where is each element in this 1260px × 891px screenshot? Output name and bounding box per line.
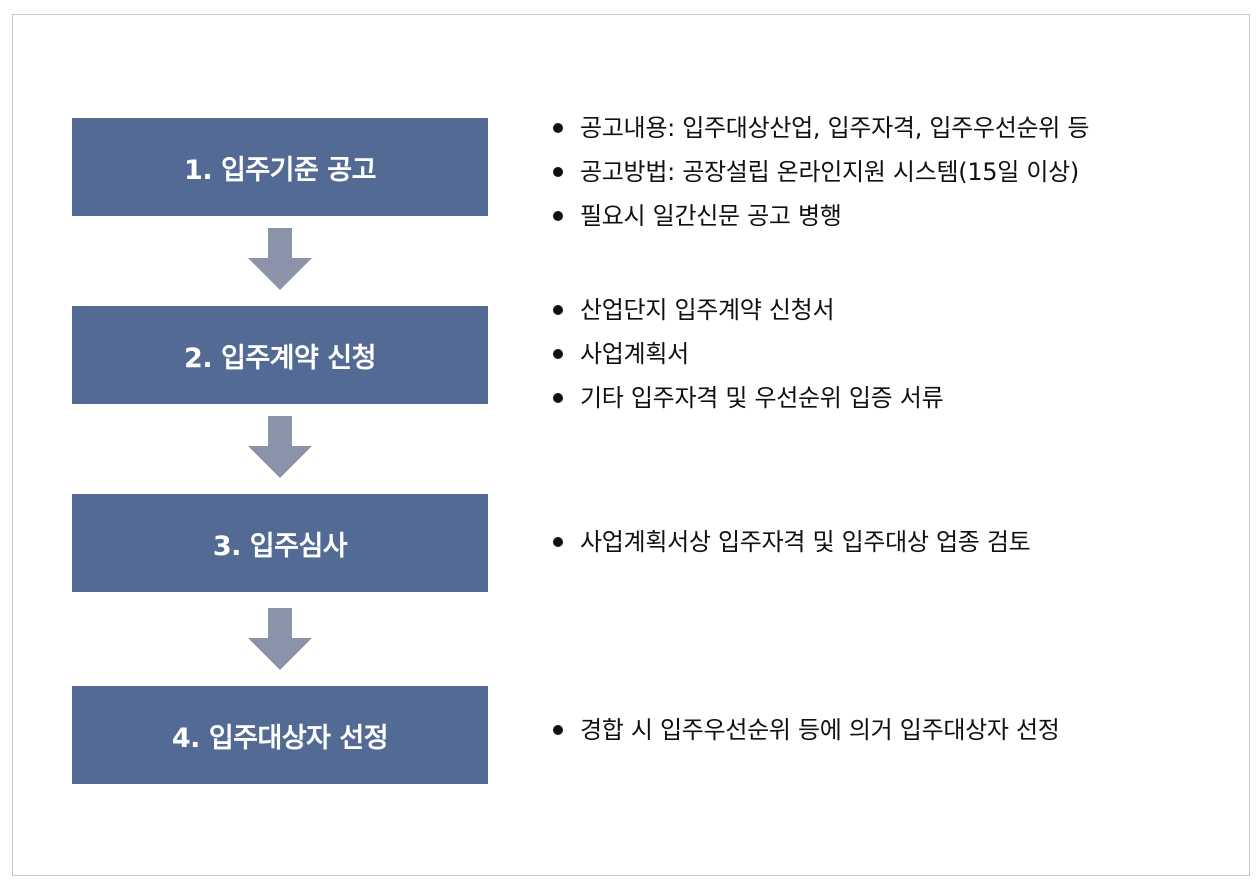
step-2-box: 2. 입주계약 신청 [72, 306, 488, 404]
step-3-bullets: 사업계획서상 입주자격 및 입주대상 업종 검토 [550, 520, 1031, 564]
bullet-item: 공고내용: 입주대상산업, 입주자격, 입주우선순위 등 [550, 106, 1089, 150]
step-3-label: 3. 입주심사 [212, 530, 348, 562]
bullet-item: 기타 입주자격 및 우선순위 입증 서류 [550, 376, 944, 420]
bullet-item: 필요시 일간신문 공고 병행 [550, 194, 1089, 238]
step-4-box: 4. 입주대상자 선정 [72, 686, 488, 784]
bullet-item: 사업계획서 [550, 332, 943, 376]
step-3-box: 3. 입주심사 [72, 494, 488, 592]
step-2-label: 2. 입주계약 신청 [184, 342, 376, 374]
bullet-item: 경합 시 입주우선순위 등에 의거 입주대상자 선정 [550, 708, 1060, 752]
step-1-label: 1. 입주기준 공고 [184, 154, 376, 186]
down-arrow-icon [248, 416, 312, 478]
step-4-label: 4. 입주대상자 선정 [171, 722, 389, 754]
down-arrow-icon [248, 228, 312, 290]
step-2-bullets: 산업단지 입주계약 신청서 사업계획서 기타 입주자격 및 우선순위 입증 서류 [550, 288, 944, 420]
bullet-item: 공고방법: 공장설립 온라인지원 시스템(15일 이상) [550, 150, 1089, 194]
step-1-bullets: 공고내용: 입주대상산업, 입주자격, 입주우선순위 등 공고방법: 공장설립 … [550, 106, 1089, 238]
step-1-box: 1. 입주기준 공고 [72, 118, 488, 216]
bullet-item: 산업단지 입주계약 신청서 [550, 288, 943, 332]
bullet-item: 사업계획서상 입주자격 및 입주대상 업종 검토 [550, 520, 1031, 564]
down-arrow-icon [248, 608, 312, 670]
step-4-bullets: 경합 시 입주우선순위 등에 의거 입주대상자 선정 [550, 708, 1060, 752]
